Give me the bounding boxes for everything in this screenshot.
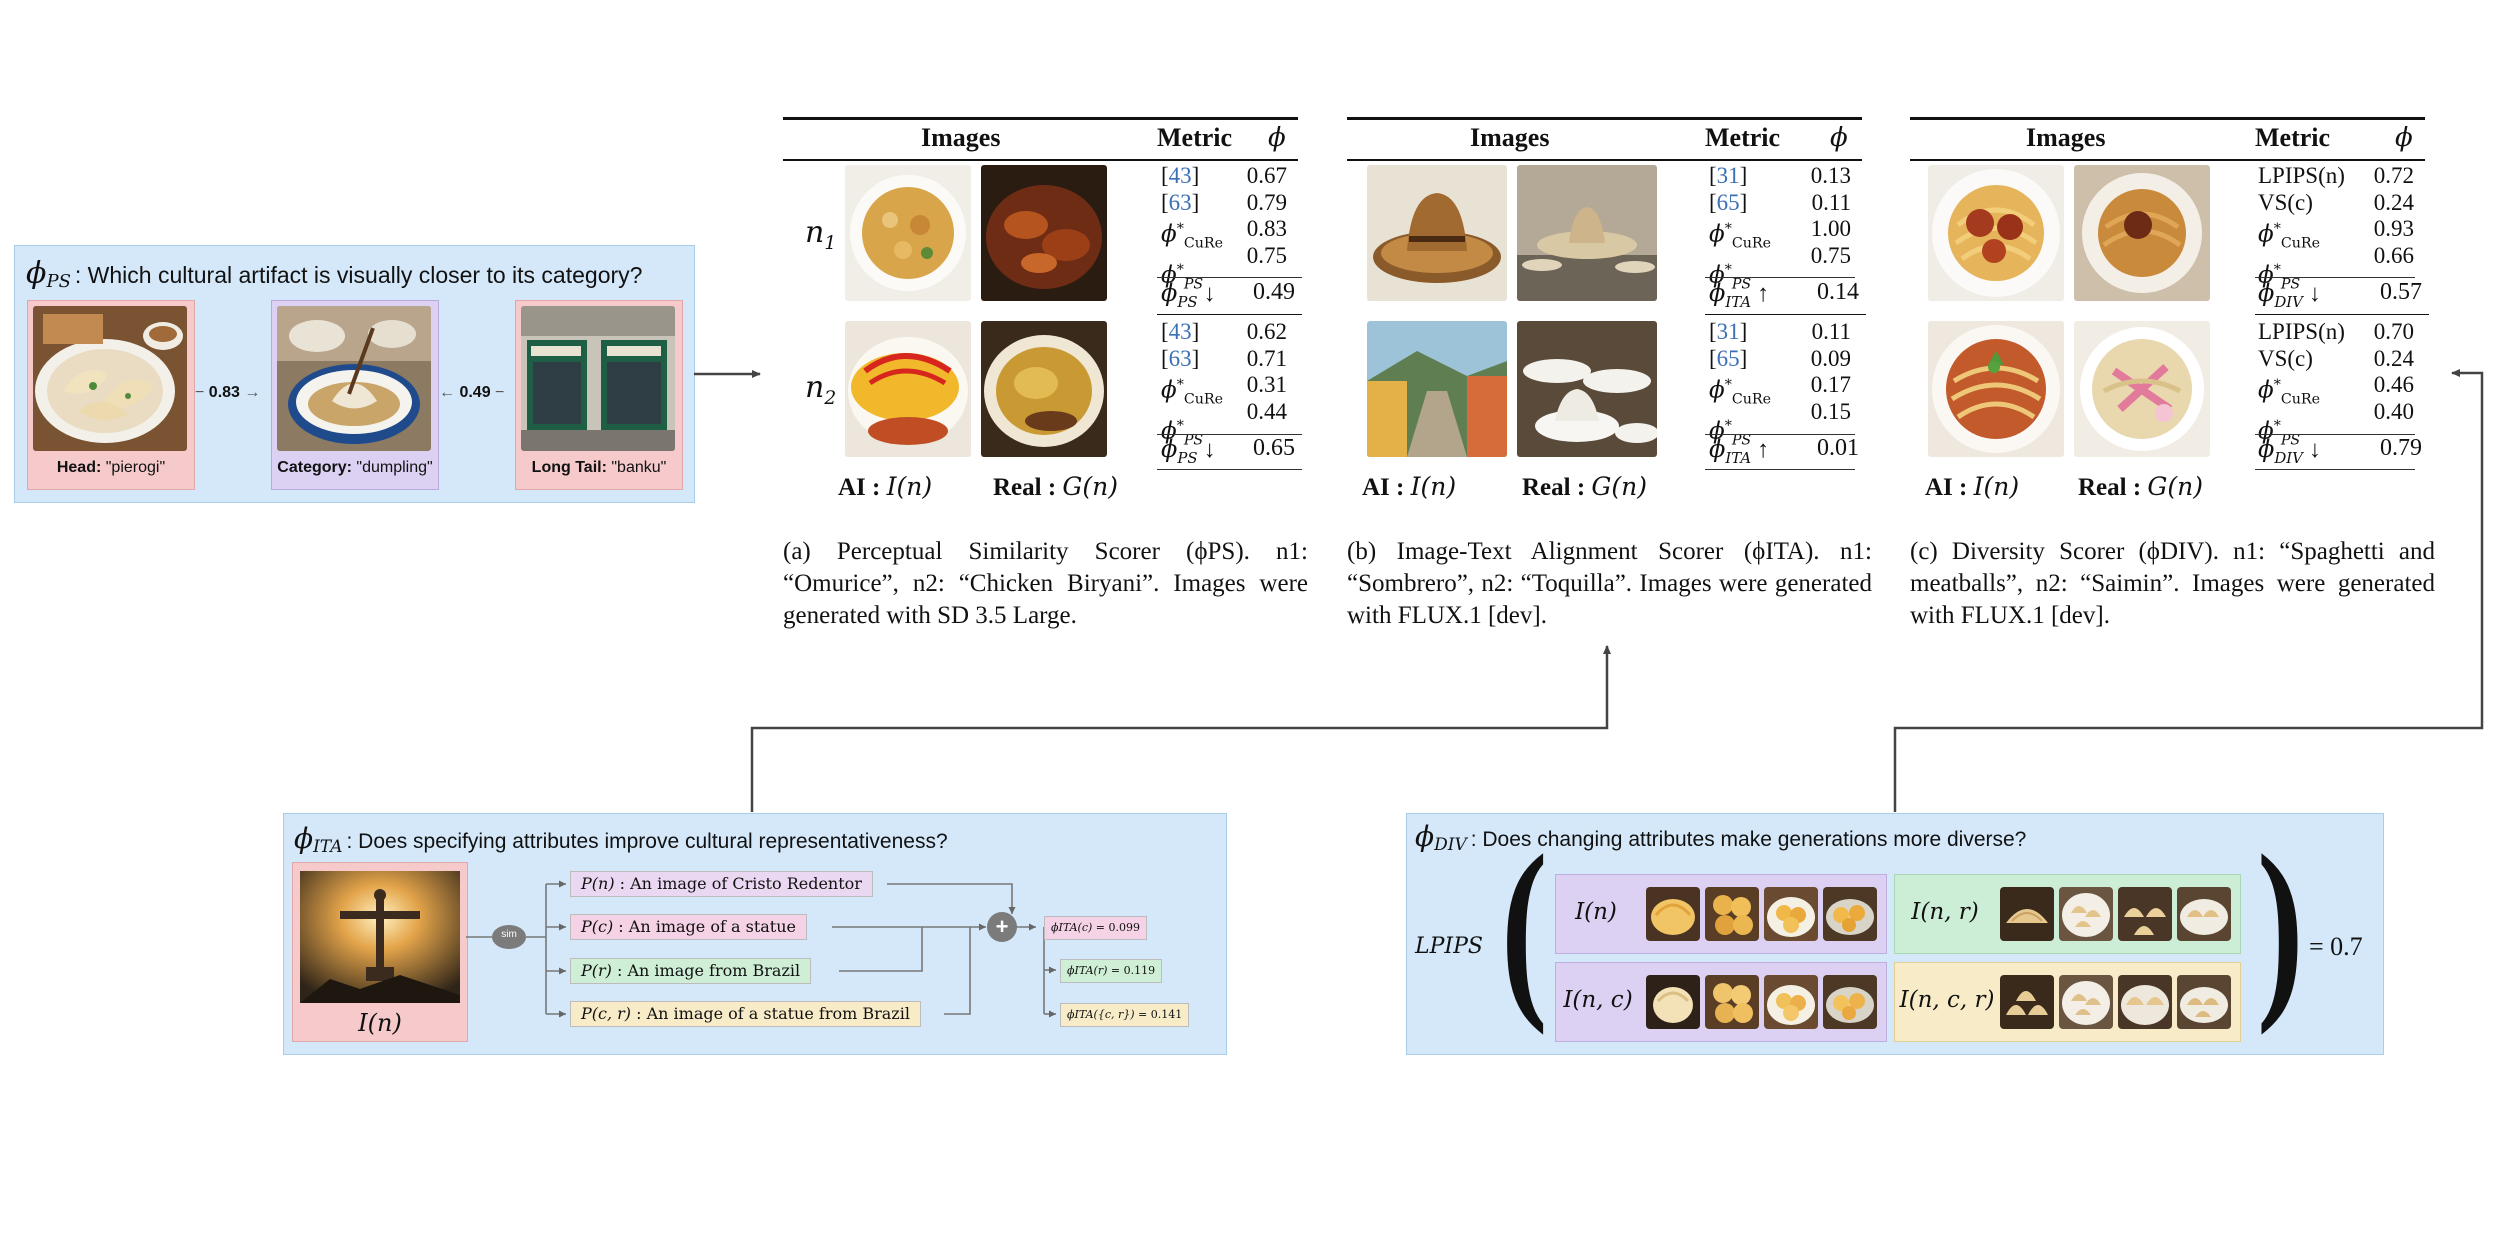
prompt-pr: P(r) : An image from Brazil — [570, 958, 812, 984]
ita-image-label: I(n) — [358, 1009, 402, 1037]
spaghetti-real-image — [2074, 165, 2210, 301]
dumpling-thumb — [1823, 975, 1877, 1029]
sum-label: + — [995, 914, 1009, 939]
pierogi-image — [33, 306, 187, 451]
div-panel: ϕDIV : Does changing attributes make gen… — [1406, 813, 2384, 1055]
div-result: = 0.7 — [2309, 932, 2363, 961]
sombrero-ai-image — [1367, 165, 1507, 301]
head-card: Head: "pierogi" — [27, 300, 195, 490]
real-axis-label: Real : G(n) — [993, 472, 1119, 501]
ita-image-card: I(n) — [292, 862, 468, 1042]
output-ita-cr: ϕITA({c, r}) = 0.141 — [1060, 1003, 1190, 1027]
dumpling-thumb — [2059, 975, 2113, 1029]
left-paren: ( — [1500, 815, 1548, 1036]
omurice-real-image — [981, 165, 1107, 301]
group-incr: I(n, c, r) — [1894, 962, 2241, 1042]
lpips-label: LPIPS — [1415, 934, 1483, 959]
table-c: Images Metric ϕ LPIPS(n) VS(c) ϕ*CuRe ϕ*… — [1910, 117, 2429, 501]
banku-image — [521, 306, 675, 451]
ita-flow-lines — [466, 880, 1056, 1018]
metric-col-a2: [43] [63] ϕ*CuRe ϕ*PS — [1161, 319, 1224, 448]
score-head: − 0.83 → — [195, 384, 261, 401]
spaghetti-ai-image — [1928, 165, 2064, 301]
dumpling-thumb — [1646, 975, 1700, 1029]
sombrero-real-image — [1517, 165, 1657, 301]
sim-label: sim — [501, 929, 517, 940]
row-label-n1: n1 — [805, 215, 837, 254]
caption-b: (b) Image-Text Alignment Scorer (ϕITA). … — [1347, 538, 1872, 629]
prompt-pcr: P(c, r) : An image of a statue from Braz… — [570, 1001, 921, 1027]
dumpling-thumb — [1646, 887, 1700, 941]
cristo-redentor-image — [300, 871, 460, 1003]
toquilla-ai-image — [1367, 321, 1507, 457]
div-panel-title: ϕDIV : Does changing attributes make gen… — [1415, 820, 2027, 856]
ai-axis-label: AI : I(n) — [838, 472, 933, 501]
sum-node — [987, 912, 1017, 942]
biryani-ai-image — [845, 321, 971, 457]
saimin-real-image — [2074, 321, 2210, 457]
dumpling-thumb — [1705, 887, 1759, 941]
dumpling-thumb — [2177, 887, 2231, 941]
dumpling-thumb — [1705, 975, 1759, 1029]
summary-value-a2: 0.65 — [1253, 435, 1295, 461]
toquilla-real-image — [1517, 321, 1657, 457]
ita-panel-title: ϕITA : Does specifying attributes improv… — [294, 822, 948, 858]
saimin-ai-image — [1928, 321, 2064, 457]
dumpling-thumb — [2177, 975, 2231, 1029]
phi-header: ϕ — [1268, 123, 1286, 153]
caption-a: (a) Perceptual Similarity Scorer (ϕPS). … — [783, 538, 1308, 629]
dumpling-image — [277, 306, 431, 451]
omurice-ai-image — [845, 165, 971, 301]
ps-panel-title: ϕPS : Which cultural artifact is visuall… — [26, 256, 643, 293]
right-paren: ) — [2256, 815, 2304, 1036]
caption-c: (c) Diversity Scorer (ϕDIV). n1: “Spaghe… — [1910, 538, 2435, 629]
table-b: Images Metric ϕ [31] [65] ϕ*CuRe ϕ*PS 0.… — [1347, 117, 1866, 501]
group-inr: I(n, r) — [1894, 874, 2241, 954]
score-tail: ← 0.49 − — [439, 384, 505, 401]
longtail-card: Long Tail: "banku" — [515, 300, 683, 490]
row-label-n2: n2 — [805, 370, 837, 409]
dumpling-thumb — [2059, 887, 2113, 941]
ps-question: : Which cultural artifact is visually cl… — [74, 262, 643, 288]
prompt-pc: P(c) : An image of a statue — [570, 914, 807, 940]
summary-label-a1: ϕPS ↓ — [1161, 279, 1216, 311]
ita-panel: ϕITA : Does specifying attributes improv… — [283, 813, 1227, 1055]
dumpling-thumb — [2118, 887, 2172, 941]
biryani-real-image — [981, 321, 1107, 457]
div-question: : Does changing attributes make generati… — [1470, 828, 2027, 851]
dumpling-thumb — [1764, 975, 1818, 1029]
div-to-table-arrow — [1893, 369, 2484, 812]
category-card: Category: "dumpling" — [271, 300, 439, 490]
output-ita-r: ϕITA(r) = 0.119 — [1060, 959, 1163, 983]
dumpling-thumb — [1764, 887, 1818, 941]
ita-to-table-arrow — [750, 645, 1611, 812]
summary-value-a1: 0.49 — [1253, 279, 1295, 305]
metric-col-a1: [43] [63] ϕ*CuRe ϕ*PS — [1161, 163, 1224, 292]
dumpling-thumb — [2118, 975, 2172, 1029]
metric-header: Metric — [1157, 123, 1233, 152]
summary-label-a2: ϕPS ↓ — [1161, 435, 1216, 467]
dumpling-thumb — [1823, 887, 1877, 941]
group-in: I(n) — [1555, 874, 1887, 954]
table-a: Images Metric ϕ n1 n2 [43] [63] ϕ*CuRe ϕ… — [783, 117, 1302, 501]
prompt-pn: P(n) : An image of Cristo Redentor — [570, 871, 873, 897]
ita-question: : Does specifying attributes improve cul… — [346, 830, 948, 853]
sim-node — [492, 925, 526, 949]
images-header: Images — [921, 123, 1001, 152]
dumpling-thumb — [2000, 975, 2054, 1029]
dumpling-thumb — [2000, 887, 2054, 941]
group-inc: I(n, c) — [1555, 962, 1887, 1042]
output-ita-c: ϕITA(c) = 0.099 — [1044, 916, 1147, 940]
ps-panel: ϕPS : Which cultural artifact is visuall… — [14, 245, 695, 503]
